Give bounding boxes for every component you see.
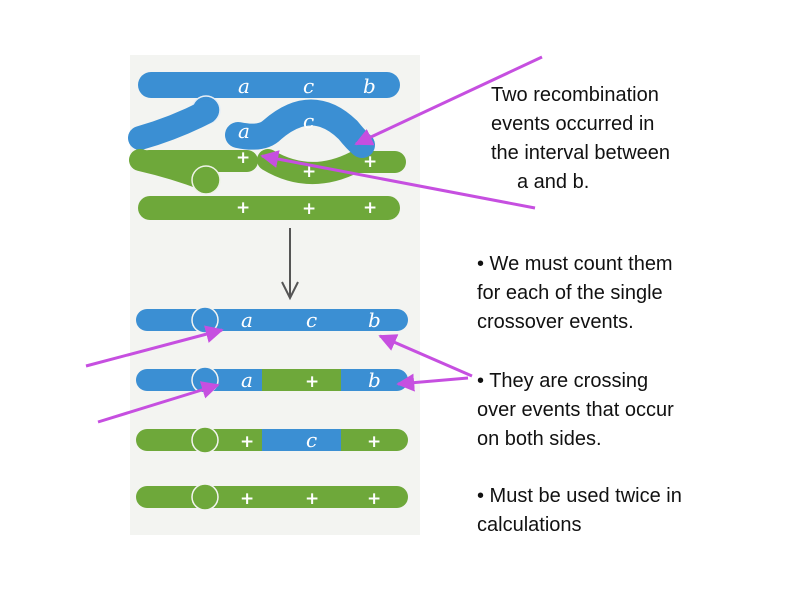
segment-join-left bbox=[240, 429, 262, 451]
count-line-2: for each of the single bbox=[477, 282, 663, 304]
cross-label-a: a bbox=[238, 119, 250, 143]
blue-crossover-loop bbox=[225, 99, 375, 158]
product-chromatid-4: + + + bbox=[136, 483, 408, 511]
centromere bbox=[191, 306, 219, 334]
segment-join-right bbox=[341, 429, 363, 451]
centromere bbox=[191, 483, 219, 511]
arrow-to-crossover-right bbox=[354, 55, 543, 146]
recombination-line-1: Two recombination bbox=[491, 84, 659, 106]
gene-label: + bbox=[305, 372, 319, 392]
gene-label: + bbox=[240, 432, 254, 452]
segment-2 bbox=[258, 369, 345, 391]
segment-2 bbox=[258, 309, 345, 331]
twice-note: • Must be used twice in calculations bbox=[477, 482, 682, 540]
centromere bbox=[191, 426, 219, 454]
gene-label: + bbox=[305, 489, 319, 509]
gene-label: a bbox=[241, 308, 253, 332]
down-arrow-icon bbox=[281, 228, 299, 301]
product-chromatids: a c b a + b + c + + + + bbox=[136, 306, 408, 511]
count-line-1: • We must count them bbox=[477, 253, 673, 275]
recombination-line-3: the interval between bbox=[491, 142, 671, 164]
segment-join-left bbox=[240, 369, 262, 391]
arrow-to-crossover-left bbox=[260, 150, 536, 210]
segment-2 bbox=[258, 429, 345, 451]
recombination-note: Two recombination events occurred in the… bbox=[491, 81, 670, 197]
arrow-to-product-1-left bbox=[85, 325, 224, 368]
top-label-a: a bbox=[238, 74, 250, 98]
top-label-c: c bbox=[303, 74, 314, 98]
blue-chromatid-arm bbox=[128, 100, 218, 150]
crossing-line-1: • They are crossing bbox=[477, 370, 649, 392]
crossing-note: • They are crossing over events that occ… bbox=[477, 367, 674, 454]
gene-label: c bbox=[306, 308, 317, 332]
gene-label: c bbox=[306, 428, 317, 452]
segment-join-left bbox=[240, 309, 262, 331]
gene-label: b bbox=[368, 308, 381, 332]
green-label-plus-left: + bbox=[236, 148, 250, 168]
segment-join-left bbox=[240, 486, 262, 508]
arrow-to-product-2-left bbox=[97, 381, 220, 424]
twice-line-1: • Must be used twice in bbox=[477, 485, 682, 507]
count-note: • We must count them for each of the sin… bbox=[477, 250, 673, 337]
bottom-label-plus-2: + bbox=[302, 199, 316, 219]
top-tetrad: a c b a c + + + + + + bbox=[128, 72, 406, 220]
top-label-b: b bbox=[363, 74, 376, 98]
gene-label: + bbox=[240, 489, 254, 509]
green-chromatid-bottom bbox=[129, 149, 400, 220]
count-line-3: crossover events. bbox=[477, 311, 634, 333]
arrow-to-product-2-right bbox=[396, 373, 469, 392]
cross-label-c: c bbox=[303, 109, 314, 133]
twice-line-2: calculations bbox=[477, 514, 582, 536]
recombination-line-2: events occurred in bbox=[491, 113, 655, 135]
pointer-arrows bbox=[85, 55, 543, 424]
gene-label: + bbox=[367, 432, 381, 452]
cross-label-plus-right: + bbox=[363, 152, 377, 172]
bottom-label-plus-1: + bbox=[236, 198, 250, 218]
crossing-line-3: on both sides. bbox=[477, 428, 602, 450]
product-chromatid-2: a + b bbox=[136, 366, 408, 394]
gene-label: b bbox=[368, 368, 381, 392]
gene-label: a bbox=[241, 368, 253, 392]
segment-2 bbox=[258, 486, 345, 508]
segment-join-right bbox=[341, 486, 363, 508]
bottom-label-plus-3: + bbox=[363, 198, 377, 218]
segment-join-right bbox=[341, 369, 363, 391]
segment-join-right bbox=[341, 309, 363, 331]
gene-label: + bbox=[367, 489, 381, 509]
arrow-to-product-1-right bbox=[378, 334, 473, 378]
crossing-line-2: over events that occur bbox=[477, 399, 674, 421]
product-chromatid-3: + c + bbox=[136, 426, 408, 454]
recombination-line-4: a and b. bbox=[517, 171, 590, 193]
